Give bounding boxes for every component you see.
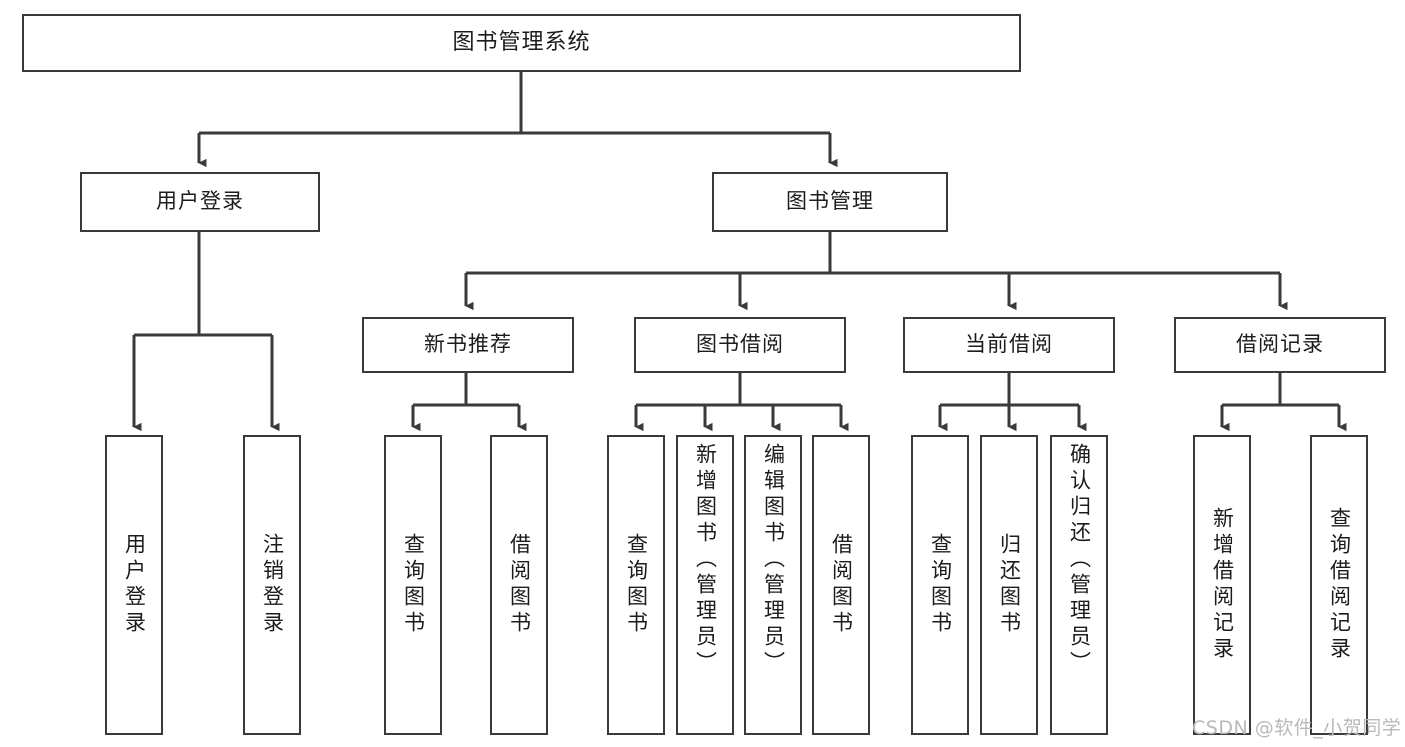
node-leaf-add-book-admin[interactable]: 新增图书（管理员） <box>676 435 734 735</box>
node-label: 新增图书（管理员） <box>693 443 718 677</box>
node-label: 新增借阅记录 <box>1210 507 1235 663</box>
node-leaf-borrow-book-recommend[interactable]: 借阅图书 <box>490 435 548 735</box>
node-leaf-query-book-current[interactable]: 查询图书 <box>911 435 969 735</box>
node-current-borrow[interactable]: 当前借阅 <box>903 317 1115 373</box>
node-label: 借阅记录 <box>1236 332 1324 357</box>
node-label: 图书管理 <box>786 189 874 214</box>
node-user-login[interactable]: 用户登录 <box>80 172 320 232</box>
node-leaf-return-book[interactable]: 归还图书 <box>980 435 1038 735</box>
node-label: 归还图书 <box>997 533 1022 637</box>
node-book-management[interactable]: 图书管理 <box>712 172 948 232</box>
node-label: 查询借阅记录 <box>1327 507 1352 663</box>
node-label: 图书管理系统 <box>452 29 591 55</box>
node-label: 查询图书 <box>624 533 649 637</box>
node-leaf-add-borrow-record[interactable]: 新增借阅记录 <box>1193 435 1251 735</box>
node-label: 查询图书 <box>401 533 426 637</box>
node-label: 借阅图书 <box>507 533 532 637</box>
node-leaf-user-login[interactable]: 用户登录 <box>105 435 163 735</box>
node-leaf-borrow-book-borrow[interactable]: 借阅图书 <box>812 435 870 735</box>
node-label: 编辑图书（管理员） <box>761 443 786 677</box>
node-leaf-logout-login[interactable]: 注销登录 <box>243 435 301 735</box>
node-label: 查询图书 <box>928 533 953 637</box>
node-new-book-recommend[interactable]: 新书推荐 <box>362 317 574 373</box>
node-label: 确认归还（管理员） <box>1067 443 1092 677</box>
node-leaf-edit-book-admin[interactable]: 编辑图书（管理员） <box>744 435 802 735</box>
node-borrow-record[interactable]: 借阅记录 <box>1174 317 1386 373</box>
node-label: 图书借阅 <box>696 332 784 357</box>
node-leaf-query-book-borrow[interactable]: 查询图书 <box>607 435 665 735</box>
node-label: 注销登录 <box>260 533 285 637</box>
node-book-borrow[interactable]: 图书借阅 <box>634 317 846 373</box>
node-label: 用户登录 <box>156 189 244 214</box>
node-leaf-query-book-recommend[interactable]: 查询图书 <box>384 435 442 735</box>
node-label: 借阅图书 <box>829 533 854 637</box>
node-label: 新书推荐 <box>424 332 512 357</box>
node-leaf-query-borrow-record[interactable]: 查询借阅记录 <box>1310 435 1368 735</box>
node-root-book-management-system[interactable]: 图书管理系统 <box>22 14 1021 72</box>
node-label: 当前借阅 <box>965 332 1053 357</box>
node-label: 用户登录 <box>122 533 147 637</box>
node-leaf-confirm-return-admin[interactable]: 确认归还（管理员） <box>1050 435 1108 735</box>
